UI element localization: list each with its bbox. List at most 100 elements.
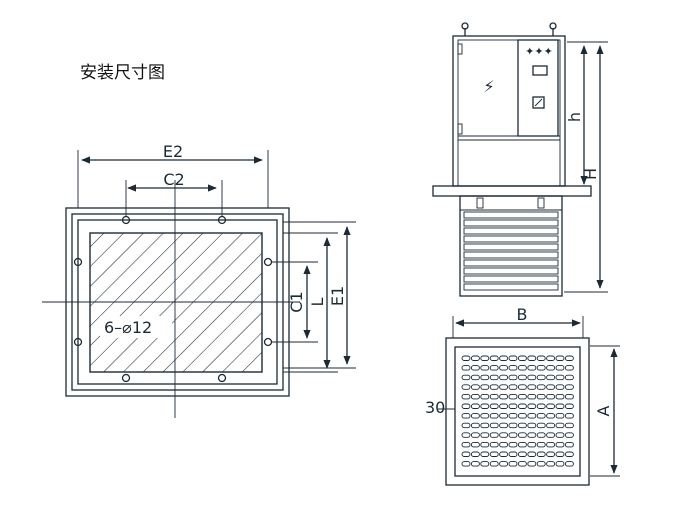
vent-slot xyxy=(480,441,490,448)
vent-slot xyxy=(508,393,518,400)
vent-slot xyxy=(470,393,480,400)
vent-slot xyxy=(555,441,565,448)
vent-slot xyxy=(480,432,490,438)
vent-slot xyxy=(480,422,490,429)
vent-slot xyxy=(527,393,537,400)
vent-slot xyxy=(517,413,527,419)
vent-slot xyxy=(499,432,509,438)
vent-slot xyxy=(555,432,565,438)
vent-slot xyxy=(564,403,574,409)
mounting-plan-view: E2 C2 C1 L E1 6–⌀12 xyxy=(42,142,356,418)
vent-slot xyxy=(470,422,480,429)
dim-label-c1: C1 xyxy=(287,291,306,312)
vent-slot xyxy=(470,355,480,361)
vent-slot xyxy=(517,365,527,371)
vent-slot xyxy=(489,432,499,438)
vent-slot xyxy=(480,355,490,361)
vent-slot xyxy=(480,374,490,381)
vent-slot xyxy=(480,365,490,371)
vent-slot xyxy=(480,403,490,409)
vent-slot xyxy=(499,441,509,448)
vent-slot xyxy=(470,441,480,448)
vent-slot xyxy=(536,461,546,467)
vent-slot xyxy=(546,365,556,371)
vent-slot xyxy=(470,403,480,409)
vent-slot xyxy=(564,413,574,419)
vent-slot xyxy=(517,422,527,429)
vent-slot xyxy=(527,422,537,429)
vent-slot xyxy=(517,441,527,448)
vent-slot xyxy=(489,413,499,419)
vent-slot xyxy=(461,374,471,381)
vent-slot xyxy=(461,461,471,467)
vent-slot-grid xyxy=(461,355,574,467)
vent-slot xyxy=(480,461,490,467)
indicator-lights-icon: ✦✦✦ xyxy=(525,45,553,58)
vent-slot xyxy=(508,441,518,448)
vent-slot xyxy=(517,403,527,409)
vent-slot xyxy=(508,413,518,419)
holes-callout: 6–⌀12 xyxy=(104,318,152,337)
vent-slot xyxy=(508,403,518,409)
dim-label-b: B xyxy=(517,305,528,324)
vent-slot xyxy=(546,422,556,429)
vent-slot xyxy=(470,432,480,438)
vent-slot xyxy=(508,384,518,390)
vent-slot xyxy=(527,432,537,438)
mounting-hole-markers xyxy=(73,215,273,383)
page-title: 安装尺寸图 xyxy=(80,63,165,83)
vent-slot xyxy=(555,403,565,409)
vent-slot xyxy=(489,461,499,467)
vent-slot xyxy=(536,403,546,409)
vent-slot xyxy=(564,451,574,457)
vent-slot xyxy=(470,384,480,390)
vent-slot xyxy=(499,384,509,390)
vent-slot xyxy=(489,441,499,448)
vent-slot xyxy=(555,413,565,419)
vent-slot xyxy=(564,422,574,429)
vent-slot xyxy=(461,432,471,438)
vent-slot xyxy=(555,461,565,467)
dim-label-h-small: h xyxy=(565,112,584,122)
vent-slot xyxy=(508,451,518,457)
vent-slot xyxy=(499,355,509,361)
dim-label-30: 30 xyxy=(425,398,445,417)
vent-slot xyxy=(461,384,471,390)
vent-slot xyxy=(536,451,546,457)
vent-slot xyxy=(489,422,499,429)
vent-slot xyxy=(546,461,556,467)
louver-slats xyxy=(463,211,559,291)
vent-slot xyxy=(527,403,537,409)
vent-slot xyxy=(527,441,537,448)
vent-slot xyxy=(546,393,556,400)
vent-slot xyxy=(461,365,471,371)
front-elevation-view: ⚡ ✦✦✦ h H xyxy=(432,22,608,297)
vent-slot xyxy=(555,374,565,381)
vent-slot xyxy=(489,393,499,400)
vent-slot xyxy=(555,355,565,361)
vent-slot xyxy=(546,413,556,419)
vent-slot xyxy=(499,451,509,457)
vent-slot xyxy=(546,374,556,381)
vent-slot xyxy=(546,451,556,457)
vent-slot xyxy=(499,374,509,381)
vent-slot xyxy=(546,384,556,390)
vent-slot xyxy=(555,365,565,371)
vent-slot xyxy=(461,451,471,457)
vent-slot xyxy=(470,374,480,381)
vent-slot xyxy=(536,393,546,400)
vent-slot xyxy=(470,461,480,467)
vent-slot xyxy=(546,403,556,409)
vent-slot xyxy=(527,365,537,371)
vent-slot xyxy=(564,384,574,390)
vent-slot xyxy=(480,451,490,457)
vent-slot xyxy=(555,422,565,429)
vent-slot xyxy=(527,384,537,390)
bottom-view: B A 30 xyxy=(425,305,620,486)
vent-slot xyxy=(564,432,574,438)
vent-slot xyxy=(461,403,471,409)
vent-slot xyxy=(527,461,537,467)
vent-slot xyxy=(527,413,537,419)
vent-slot xyxy=(555,451,565,457)
